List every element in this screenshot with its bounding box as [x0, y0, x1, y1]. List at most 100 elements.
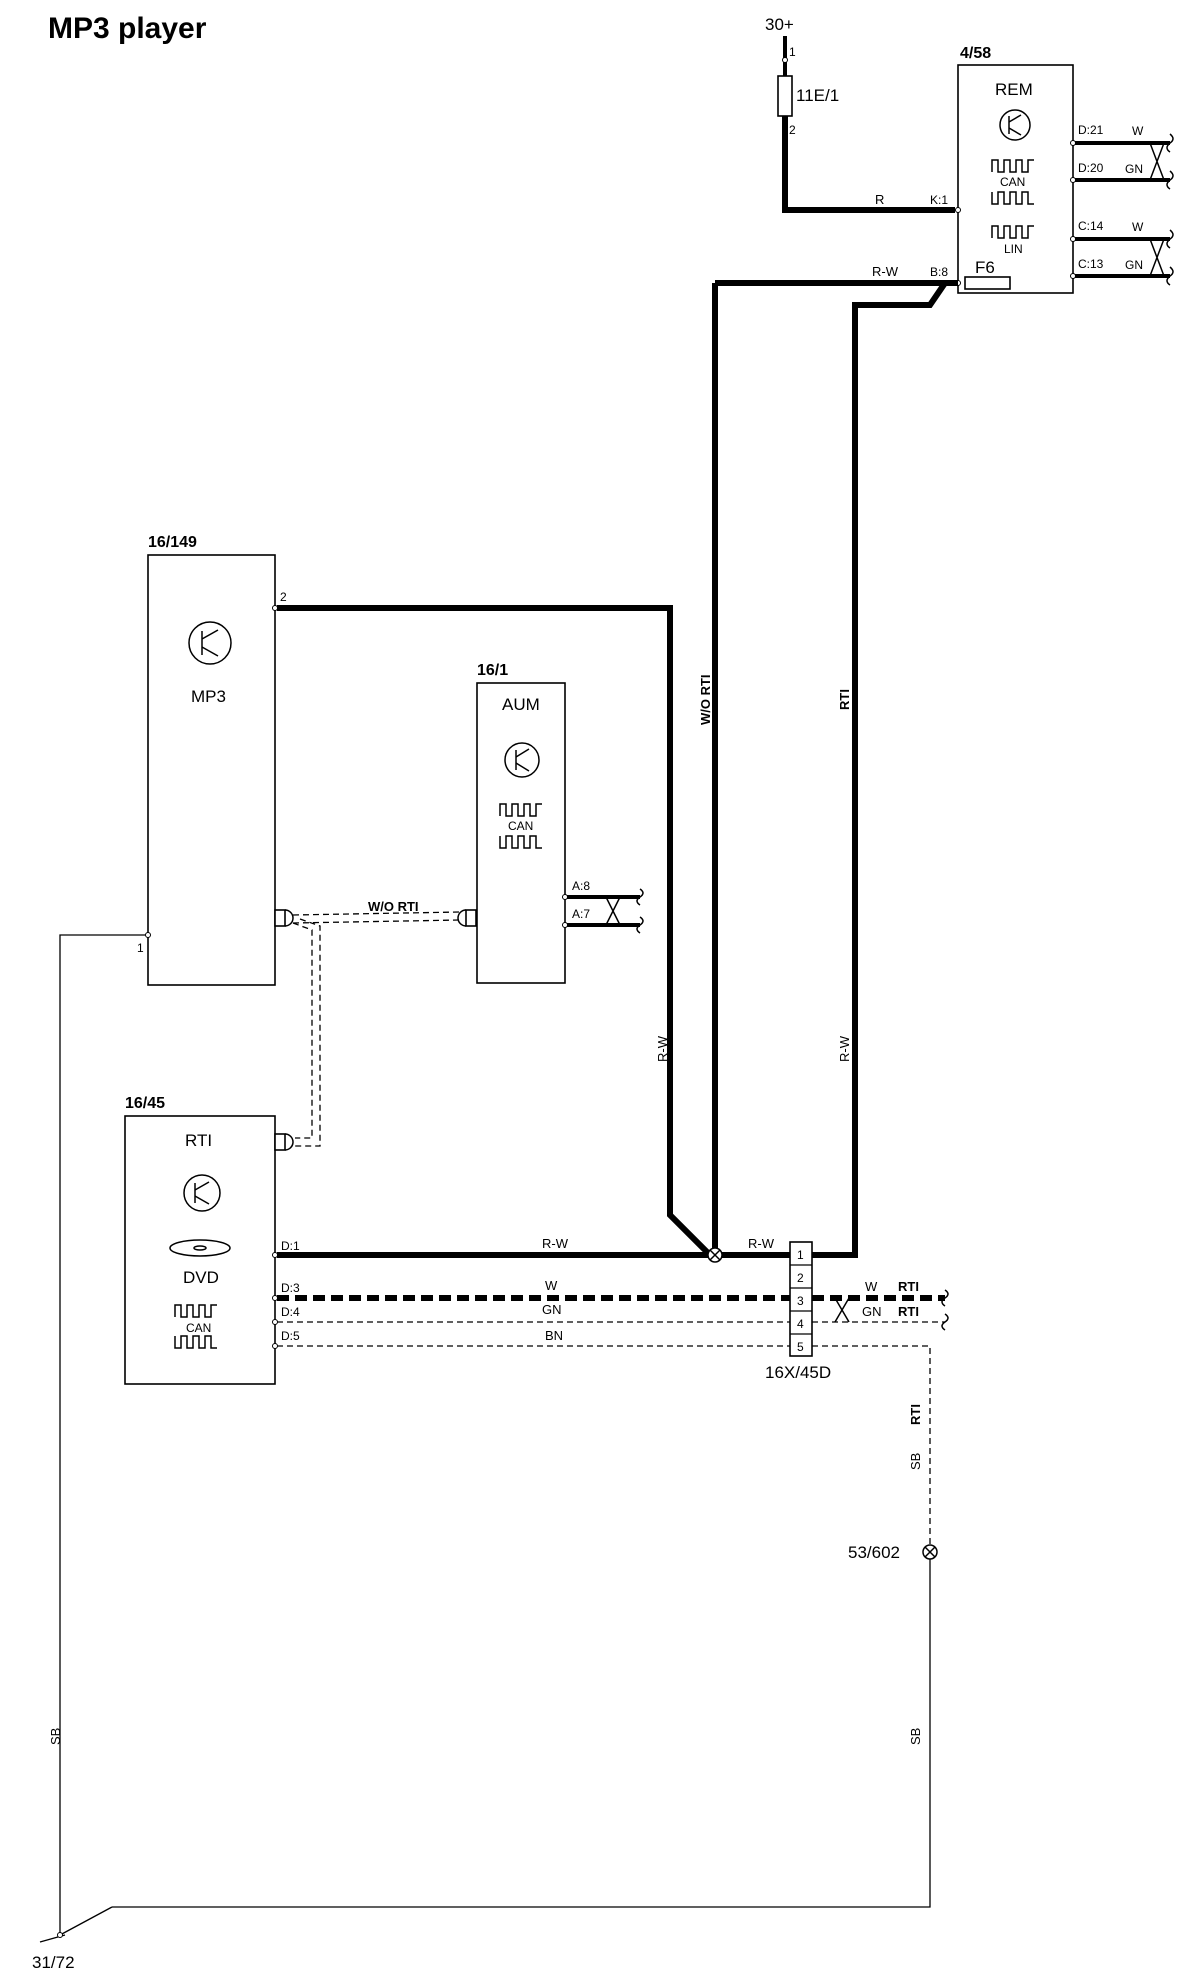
rem-color-d20: GN: [1125, 162, 1143, 176]
coax-line-2: [292, 919, 461, 924]
wire-sb-upper-label: SB: [908, 1453, 923, 1470]
coax-rti-line-1: [292, 922, 313, 1139]
ground-node: [57, 1932, 63, 1938]
connector-pin-4: 4: [797, 1317, 804, 1331]
wire-mp3-pin2: [277, 605, 713, 1258]
twisted-pair-icon: [1149, 133, 1174, 286]
rti-pin-d5: [272, 1343, 278, 1349]
supply-pin-top-label: 1: [789, 45, 796, 59]
fuse-f6: [964, 276, 1011, 290]
page-title: MP3 player: [48, 12, 207, 45]
wire-r: [782, 116, 955, 213]
rem-color-c13: GN: [1125, 258, 1143, 272]
mp3-pin-2: [272, 605, 278, 611]
rem-pin-b8-label: B:8: [930, 265, 948, 279]
rem-name: REM: [995, 80, 1033, 99]
rti-pin-d3: [272, 1295, 278, 1301]
rti-pin-d3-label: D:3: [281, 1281, 300, 1295]
mp3-name: MP3: [191, 687, 226, 706]
aum-name: AUM: [502, 695, 540, 714]
rem-pin-c14: [1070, 236, 1076, 242]
wire-rw-left-vertical-label: R-W: [655, 1035, 670, 1062]
rti-pin-d1: [272, 1252, 278, 1258]
ground-point-label: 53/602: [848, 1543, 900, 1562]
twisted-pair-icon: [834, 1289, 949, 1331]
fuse-11e1-label: 11E/1: [796, 86, 839, 105]
rti-dvd-label: DVD: [183, 1268, 219, 1287]
wire-sb-lower: [112, 1559, 931, 1908]
mp3-pin-2-label: 2: [280, 590, 287, 604]
wire-sb-connector: [812, 1345, 931, 1545]
mp3-coax-plug: [284, 909, 294, 927]
lin-signal-icon: [991, 225, 1034, 239]
rti-pin-d4-label: D:4: [281, 1305, 300, 1319]
wire-rti-vertical-2-label: RTI: [908, 1404, 923, 1425]
wire-gn-label: GN: [542, 1302, 562, 1317]
wire-rw-right-vertical-label: R-W: [837, 1035, 852, 1062]
coax-wo-rti: W/O RTI: [292, 899, 461, 1147]
rem-pin-d20: [1070, 177, 1076, 183]
aum-pin-a7: [562, 922, 568, 928]
coax-rti-line-2: [295, 918, 321, 1147]
aum-box: [476, 682, 566, 984]
mp3-pin-1: [145, 932, 151, 938]
rem-pin-c13: [1070, 273, 1076, 279]
rem-pin-c14-label: C:14: [1078, 219, 1104, 233]
rem-pin-c13-label: C:13: [1078, 257, 1104, 271]
aum-pin-a8: [562, 894, 568, 900]
wire-rti-tag-2: RTI: [898, 1304, 919, 1319]
rem-lin-label: LIN: [1004, 242, 1023, 256]
supply-label: 30+: [765, 15, 794, 34]
mp3-pin-1-label: 1: [137, 941, 144, 955]
rem-pin-d20-label: D:20: [1078, 161, 1104, 175]
transistor-icon: [188, 621, 232, 665]
aum-can-label: CAN: [508, 819, 533, 833]
wire-wo-rti-coax-label: W/O RTI: [368, 899, 419, 914]
mp3-box: [147, 554, 276, 986]
twisted-pair-icon: [605, 888, 644, 934]
rem-color-c14: W: [1132, 220, 1144, 234]
ground-label: 31/72: [32, 1953, 75, 1972]
wire-rti-vertical: [810, 281, 948, 1258]
rti-module: 16/45 RTI DVD CAN D:1 D:3 D:4 D:5: [124, 1095, 300, 1385]
wire-sb-lower-label: SB: [908, 1728, 923, 1745]
connector-id: 16X/45D: [765, 1363, 831, 1382]
wire-rti-tag-1: RTI: [898, 1279, 919, 1294]
can-signal-icon: [174, 1304, 217, 1349]
wire-bn-label: BN: [545, 1328, 563, 1343]
ground-point: 53/602 SB: [112, 1543, 938, 1908]
rti-can-label: CAN: [186, 1321, 211, 1335]
wire-w-label: W: [545, 1278, 558, 1293]
dvd-disc-icon: [169, 1239, 231, 1257]
aum-coax-connector: [465, 909, 477, 927]
can-signal-icon: [499, 803, 542, 849]
rti-pin-d4: [272, 1319, 278, 1325]
rem-pin-d21-label: D:21: [1078, 123, 1104, 137]
wire-sb-left-label: SB: [48, 1728, 63, 1745]
connector-pin-5: 5: [797, 1340, 804, 1354]
wire-sb-left: [59, 934, 146, 1935]
coax-line-1: [292, 911, 461, 916]
rti-pin-d5-label: D:5: [281, 1329, 300, 1343]
connector-pin-3: 3: [797, 1294, 804, 1308]
rem-color-d21: W: [1132, 124, 1144, 138]
rti-id: 16/45: [125, 1095, 165, 1112]
rti-pin-d1-label: D:1: [281, 1239, 300, 1253]
mp3-module: 16/149 MP3 2 1: [137, 534, 713, 1258]
transistor-icon: [183, 1174, 221, 1212]
fuse-11e1: [777, 75, 793, 117]
connector-right-wires: W RTI GN RTI RTI SB: [812, 1279, 949, 1545]
supply-circuit: 30+ 1 11E/1 2 R: [765, 15, 955, 213]
wire-rw-junction-label: R-W: [748, 1236, 775, 1251]
rem-can-label: CAN: [1000, 175, 1025, 189]
supply-pin-bottom-label: 2: [789, 123, 796, 137]
aum-pin-a7-label: A:7: [572, 907, 590, 921]
fuse-f6-label: F6: [975, 258, 995, 277]
rem-box: [957, 64, 1074, 294]
rem-module: 4/58 REM CAN LIN F6 K:1 B:8 D:21 D:20 C:…: [930, 45, 1174, 294]
wire-r-label: R: [875, 192, 884, 207]
aum-coax-plug: [457, 909, 467, 927]
can-signal-icon: [991, 159, 1034, 205]
rti-coax-connector: [274, 1133, 286, 1151]
